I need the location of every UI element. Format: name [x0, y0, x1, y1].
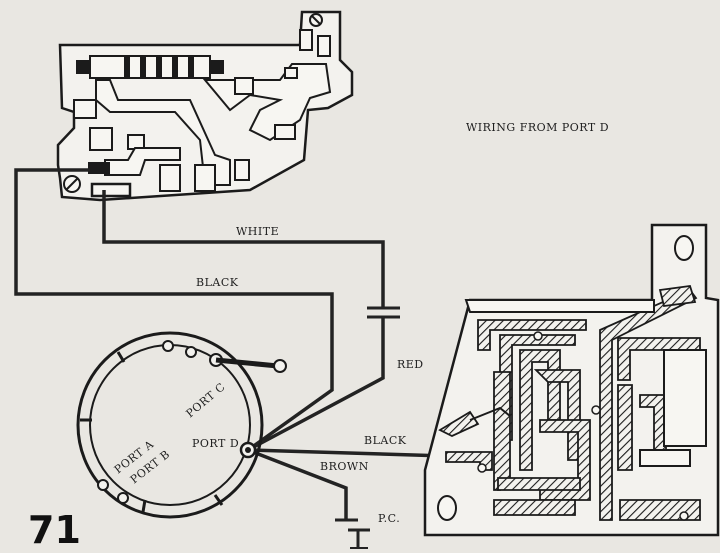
label-black-right: BLACK — [364, 434, 407, 447]
label-port-d: PORT D — [192, 437, 239, 450]
label-red: RED — [397, 358, 424, 371]
wires — [14, 168, 447, 549]
label-white: WHITE — [236, 225, 279, 238]
label-brown: BROWN — [320, 460, 369, 473]
diagram-title: WIRING FROM PORT D — [466, 121, 609, 134]
label-pc: P.C. — [378, 512, 400, 525]
red-wire — [247, 317, 385, 452]
rotary-switch — [76, 331, 287, 519]
label-port-c: PORT C — [184, 380, 228, 420]
brown-wire — [247, 448, 348, 520]
top-circuit-board — [56, 10, 354, 202]
white-wire — [102, 190, 385, 308]
label-black-top: BLACK — [196, 276, 239, 289]
figure-number: 71 — [28, 508, 81, 552]
black-wire-right — [247, 448, 447, 458]
right-circuit-board — [423, 223, 720, 537]
black-wire-top — [14, 168, 334, 452]
